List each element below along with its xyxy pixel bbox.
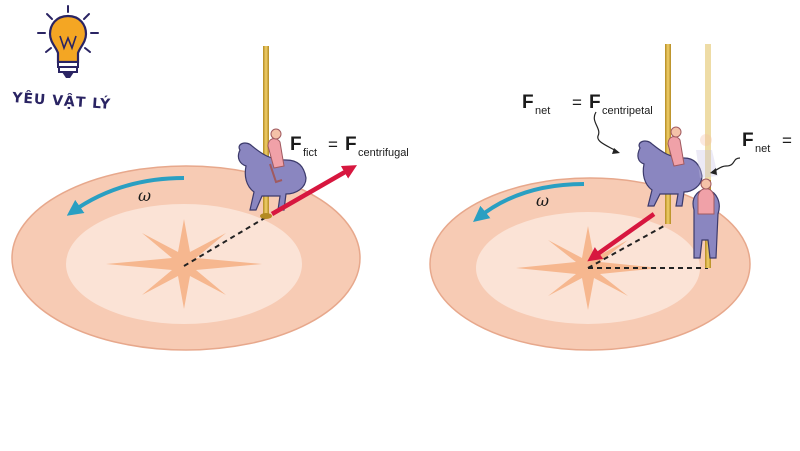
omega-label: ω: [138, 186, 151, 205]
f-net-symbol: F: [522, 92, 534, 113]
lightbulb-icon: [37, 5, 99, 78]
right-carousel: ω F net: [429, 44, 792, 351]
left-force-label: F fict = F centrifugal: [290, 134, 409, 159]
pole: [665, 44, 671, 224]
pole-base: [260, 213, 272, 219]
right-force-label: F net = F centripetal: [522, 92, 653, 117]
right-force-label-2: F net =: [742, 130, 792, 155]
horse-with-rider: [637, 126, 703, 207]
f-fict-symbol: F: [290, 134, 302, 155]
f-fict-subscript: fict: [303, 147, 317, 159]
right-equals: =: [572, 93, 582, 112]
f-centrifugal-subscript: centrifugal: [358, 147, 409, 159]
omega-label: ω: [536, 191, 549, 210]
omega-arrow: [66, 176, 185, 216]
f-centripetal-subscript: centripetal: [602, 105, 653, 117]
radius-line: [183, 215, 269, 267]
left-equals: =: [328, 135, 338, 154]
horse-with-rider: [237, 128, 307, 211]
f-net-2-symbol: F: [742, 130, 754, 151]
omega-arrow: [473, 182, 585, 223]
f-net-subscript: net: [535, 105, 550, 117]
radius-line-1: [587, 225, 665, 269]
label-pointer-right: [711, 157, 741, 173]
label-pointer-left: [593, 111, 619, 153]
pole: [263, 46, 269, 216]
right-equals-2: =: [782, 131, 792, 150]
horse-with-rider-front: [692, 178, 720, 259]
center-star: [106, 219, 262, 309]
logo: YÊU VẬT LÝ: [11, 5, 112, 113]
logo-text: YÊU VẬT LÝ: [11, 88, 112, 113]
left-carousel: ω F fict = F centrifugal: [11, 46, 409, 351]
centripetal-force-arrow: [587, 212, 656, 262]
f-centripetal-symbol: F: [589, 92, 601, 113]
pole-later: [705, 44, 711, 268]
f-net-2-subscript: net: [755, 143, 770, 155]
centrifugal-force-arrow: [270, 165, 357, 216]
f-centrifugal-symbol: F: [345, 134, 357, 155]
